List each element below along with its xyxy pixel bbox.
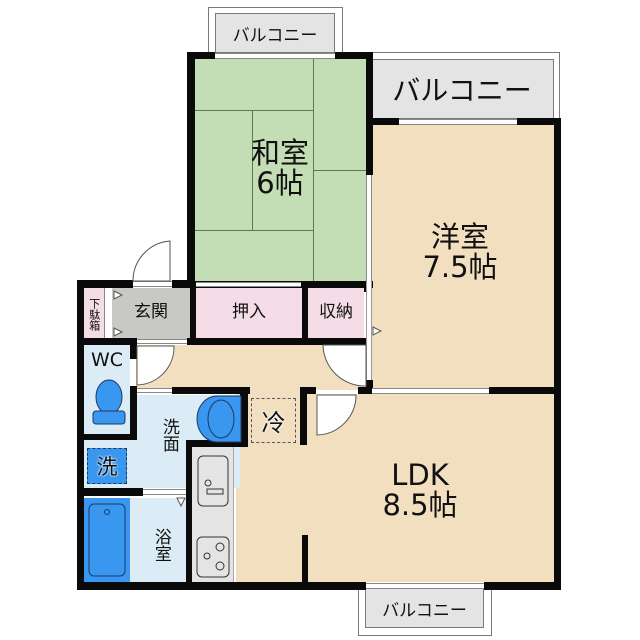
stove-icon [196,536,230,578]
wall [187,52,215,59]
wall [366,118,399,125]
kitchen-counter [192,447,234,582]
room-getabako: 下駄箱 [84,288,104,340]
refrigerator-space: 冷 [251,398,296,443]
wall [77,280,133,288]
wall [172,280,195,288]
wall [172,387,250,394]
wall [187,338,371,345]
wall [130,496,136,582]
room-washitsu: 和室 6帖 [225,128,335,208]
window [366,175,372,282]
wall [302,282,308,342]
window [196,282,301,287]
balcony-top-right: バルコニー [370,59,554,119]
room-ldk-name: LDK [391,457,449,492]
room-youshitsu: 洋室 7.5帖 [405,212,515,292]
door-marker-icon [113,327,124,337]
wall [240,387,248,447]
window [143,489,186,495]
washing-machine-space: 洗 [87,448,127,484]
wall [300,387,316,394]
door-swing-youshitsu [322,344,367,387]
wall [77,434,137,440]
wall [554,118,561,590]
room-shuno-name: 収納 [319,302,353,323]
room-washitsu-name: 和室 [250,135,309,170]
wall [302,535,308,585]
room-genkan-name: 玄関 [134,302,168,323]
door-swing-entrance [132,240,171,282]
wall [358,387,368,394]
wall [77,338,137,345]
room-senmen: 洗面 [150,405,186,465]
window [215,53,335,59]
wall [130,386,137,438]
wall [335,52,373,59]
wall [517,118,561,125]
room-youshitsu-name: 洋室 [430,219,489,254]
balcony-top-left: バルコニー [215,13,335,53]
room-shuno-floor [308,288,364,338]
bathtub-icon [88,503,126,577]
wall [489,387,561,394]
wall [190,282,196,342]
door-marker-icon [176,497,186,508]
refrigerator-label: 冷 [261,409,286,437]
room-getabako-name: 下駄箱 [87,297,101,331]
window [372,388,489,394]
room-shuno: 収納 [308,288,364,338]
window [399,119,517,125]
room-yokushitsu: 浴室 [140,515,180,575]
wall [366,380,373,394]
balcony-top-left-label: バルコニー [232,25,318,46]
wall [300,387,307,445]
room-washitsu-size: 6帖 [256,166,304,200]
window [366,583,484,589]
door-marker-icon [372,326,383,336]
room-oshiire: 押入 [196,288,302,338]
room-genkan: 玄関 [114,290,188,336]
wall [187,52,195,288]
toilet-icon [92,379,126,425]
wall [366,52,373,175]
room-genkan-floor [112,288,190,340]
tatami-line [313,170,366,171]
wall [186,440,248,447]
tatami-line [194,110,313,111]
washing-machine-label: 洗 [96,455,118,479]
room-youshitsu-size: 7.5帖 [422,250,498,284]
tatami-line [194,230,313,231]
room-ldk: LDK 8.5帖 [360,450,480,530]
wall [484,582,561,590]
room-wc: WC [84,346,130,376]
wall [130,345,137,359]
window [137,339,187,344]
room-wc-name: WC [90,349,124,372]
wall [366,282,372,394]
door-swing-wc [136,345,175,386]
wall [186,440,192,588]
door-marker-icon [113,290,124,300]
door-swing-ldk [316,394,357,436]
balcony-bottom: バルコニー [365,588,484,628]
room-youshitsu-floor [370,125,554,390]
room-senmen-name: 洗面 [158,418,179,452]
balcony-bottom-label: バルコニー [382,600,467,621]
wall [77,488,143,496]
getabako-door-strip [104,288,112,340]
window [137,388,172,393]
wash-basin-icon [196,395,242,443]
room-oshiire-floor [196,288,302,338]
room-yokushitsu-name: 浴室 [150,528,171,562]
wall [77,582,366,590]
room-oshiire-name: 押入 [232,302,266,323]
room-ldk-size: 8.5帖 [382,488,458,522]
kitchen-sink-icon [197,455,229,507]
room-getabako-floor [84,288,104,340]
balcony-top-right-label: バルコニー [392,74,532,107]
tatami-line [252,110,253,230]
